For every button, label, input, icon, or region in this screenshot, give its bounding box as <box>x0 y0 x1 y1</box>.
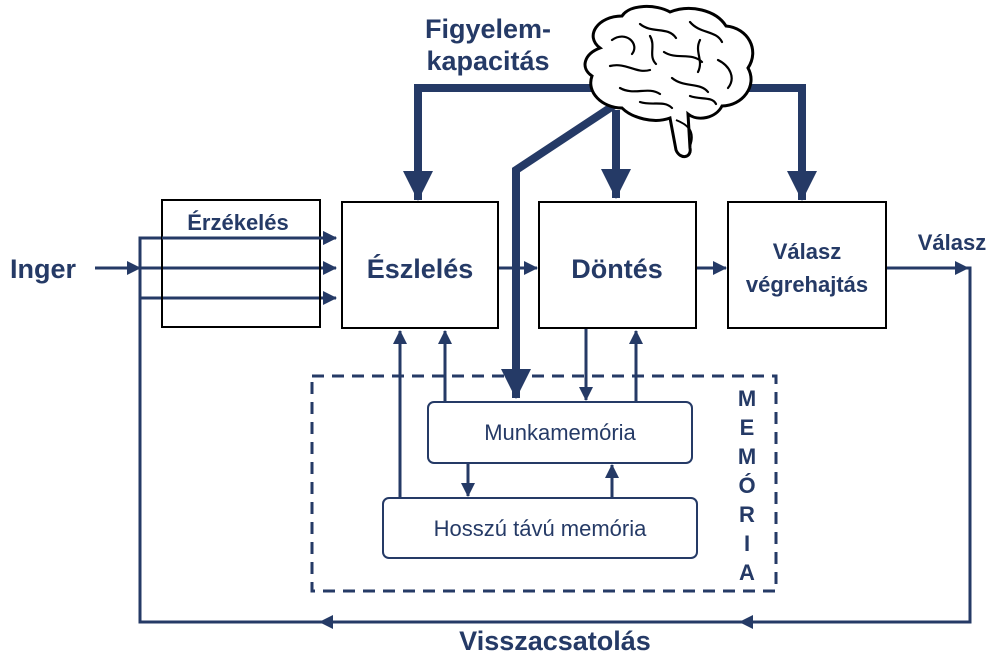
brain-icon <box>583 5 755 158</box>
execution-label-line1: Válasz <box>773 239 842 264</box>
input-label: Inger <box>10 254 77 284</box>
memory-letter: E <box>740 415 755 440</box>
long-term-memory-box <box>382 497 698 559</box>
perception-box <box>341 201 499 329</box>
memory-letter: M <box>738 386 756 411</box>
sensing-box <box>161 199 321 328</box>
working-memory-box <box>427 401 693 464</box>
output-label: Válasz <box>918 230 987 255</box>
memory-region <box>310 374 778 593</box>
memory-letter: R <box>739 502 755 527</box>
working-memory-label: Munkamemória <box>484 420 636 445</box>
attention-label-line1: Figyelem- <box>425 14 551 44</box>
attention-label-line2: kapacitás <box>426 46 549 76</box>
memory-vertical-label: M E M Ó R I A <box>738 386 756 585</box>
execution-box <box>727 201 887 329</box>
memory-connections <box>393 329 643 498</box>
decision-box <box>538 201 697 329</box>
memory-letter: I <box>744 531 750 556</box>
input-arrows <box>95 261 337 305</box>
perception-label: Észlelés <box>367 253 474 284</box>
execution-label-line2: végrehajtás <box>746 272 868 297</box>
decision-label: Döntés <box>571 254 663 284</box>
memory-letter: Ó <box>738 473 755 498</box>
memory-letter: A <box>739 560 755 585</box>
feedback-label: Visszacsatolás <box>459 626 651 656</box>
long-term-memory-label: Hosszú távú memória <box>434 516 648 541</box>
sensing-label: Érzékelés <box>187 210 289 235</box>
memory-letter: M <box>738 444 756 469</box>
